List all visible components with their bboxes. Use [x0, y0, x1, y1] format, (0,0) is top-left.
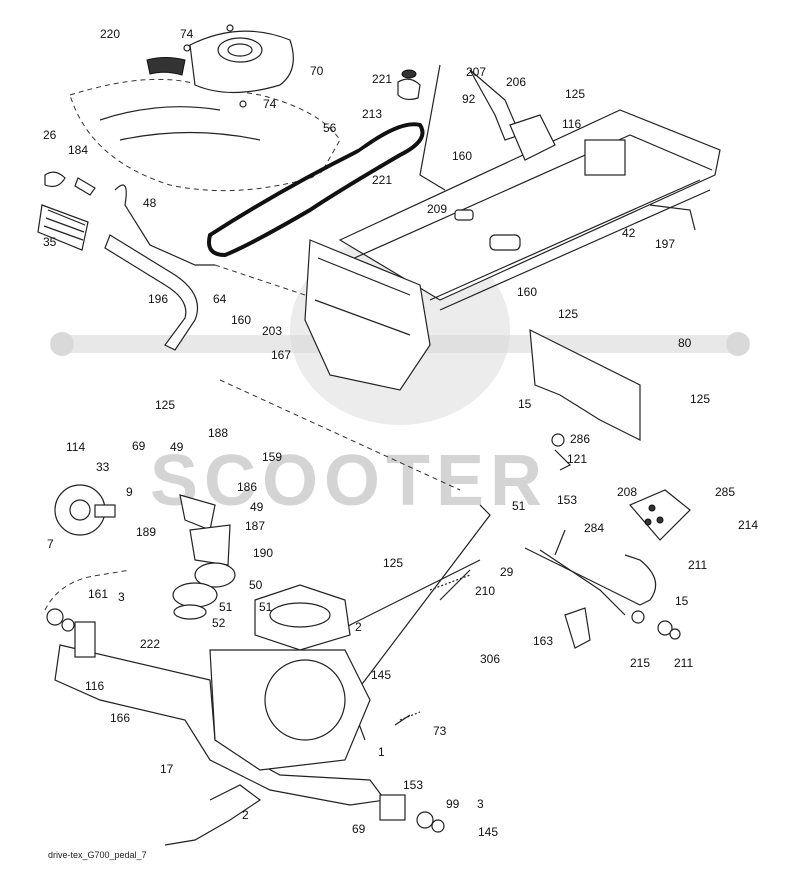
watermark-text: SCOOTER	[150, 441, 548, 521]
callout-284: 284	[584, 521, 604, 535]
callout-221: 221	[372, 173, 392, 187]
callout-161: 161	[88, 587, 108, 601]
callout-92: 92	[462, 92, 476, 106]
springs	[394, 529, 566, 726]
callout-153: 153	[557, 493, 577, 507]
callout-125: 125	[690, 392, 710, 406]
callout-211: 211	[688, 558, 707, 572]
callout-125: 125	[558, 307, 578, 321]
callout-214: 214	[738, 518, 758, 532]
callout-17: 17	[160, 762, 174, 776]
callout-121: 121	[567, 452, 587, 466]
hood-group	[69, 24, 341, 192]
callout-188: 188	[208, 426, 228, 440]
callout-26: 26	[43, 128, 57, 142]
callout-69: 69	[352, 822, 366, 836]
callout-160: 160	[452, 149, 472, 163]
callout-64: 64	[213, 292, 227, 306]
callout-70: 70	[310, 64, 324, 78]
handle-parts	[37, 171, 96, 251]
callout-116: 116	[85, 679, 104, 693]
callout-73: 73	[433, 724, 447, 738]
callout-7: 7	[47, 537, 54, 551]
callout-197: 197	[655, 237, 675, 251]
callout-9: 9	[126, 485, 133, 499]
pedal-shaft	[524, 547, 681, 640]
brake-linkage	[397, 64, 696, 231]
callout-285: 285	[715, 485, 735, 499]
callout-125: 125	[155, 398, 175, 412]
callout-52: 52	[212, 616, 226, 630]
callout-35: 35	[43, 235, 57, 249]
callout-99: 99	[446, 797, 460, 811]
callout-3: 3	[477, 797, 484, 811]
callout-116: 116	[562, 117, 581, 131]
callout-189: 189	[136, 525, 156, 539]
callout-145: 145	[371, 668, 391, 682]
callout-210: 210	[475, 584, 495, 598]
callout-213: 213	[362, 107, 382, 121]
diagram-caption: drive-tex_G700_pedal_7	[48, 850, 147, 860]
callout-42: 42	[622, 226, 636, 240]
callout-33: 33	[96, 460, 110, 474]
callout-50: 50	[249, 578, 263, 592]
callout-2: 2	[355, 620, 362, 634]
callout-184: 184	[68, 143, 88, 157]
callout-163: 163	[533, 634, 553, 648]
callout-208: 208	[617, 485, 637, 499]
steering-column	[104, 184, 461, 491]
transaxle	[44, 569, 445, 833]
callout-306: 306	[480, 652, 500, 666]
callout-209: 209	[427, 202, 447, 216]
callout-2: 2	[242, 808, 249, 822]
callout-153: 153	[403, 778, 423, 792]
callout-51: 51	[219, 600, 233, 614]
callout-196: 196	[148, 292, 168, 306]
callout-160: 160	[231, 313, 251, 327]
drive-belt	[207, 122, 425, 258]
callout-15: 15	[518, 397, 532, 411]
callout-160: 160	[517, 285, 537, 299]
callout-1: 1	[378, 745, 385, 759]
control-rod	[164, 784, 262, 846]
callout-145: 145	[478, 825, 498, 839]
callout-51: 51	[512, 499, 526, 513]
callout-215: 215	[630, 656, 650, 670]
callout-186: 186	[237, 480, 257, 494]
callout-29: 29	[500, 565, 514, 579]
callout-3: 3	[118, 590, 125, 604]
hub-pulley-parts	[54, 484, 236, 620]
callout-190: 190	[253, 546, 273, 560]
callout-222: 222	[140, 637, 160, 651]
callout-203: 203	[262, 324, 282, 338]
callout-125: 125	[383, 556, 403, 570]
callout-48: 48	[143, 196, 157, 210]
bracket-assembly	[529, 328, 641, 471]
callout-211: 211	[674, 656, 693, 670]
callout-167: 167	[271, 348, 291, 362]
callout-187: 187	[245, 519, 265, 533]
callout-221: 221	[372, 72, 392, 86]
callout-56: 56	[323, 121, 337, 135]
callout-207: 207	[466, 65, 486, 79]
callout-220: 220	[100, 27, 120, 41]
callout-286: 286	[570, 432, 590, 446]
callout-69: 69	[132, 439, 146, 453]
callout-51: 51	[259, 600, 273, 614]
callout-49: 49	[170, 440, 184, 454]
callout-74: 74	[263, 97, 277, 111]
pedal-plate	[564, 489, 691, 649]
callout-49: 49	[250, 500, 264, 514]
callout-74: 74	[180, 27, 194, 41]
callout-15: 15	[675, 594, 689, 608]
callout-125: 125	[565, 87, 585, 101]
callout-206: 206	[506, 75, 526, 89]
frame-chassis	[304, 109, 721, 391]
callout-114: 114	[66, 440, 85, 454]
callout-80: 80	[678, 336, 692, 350]
callout-166: 166	[110, 711, 130, 725]
callout-159: 159	[262, 450, 282, 464]
